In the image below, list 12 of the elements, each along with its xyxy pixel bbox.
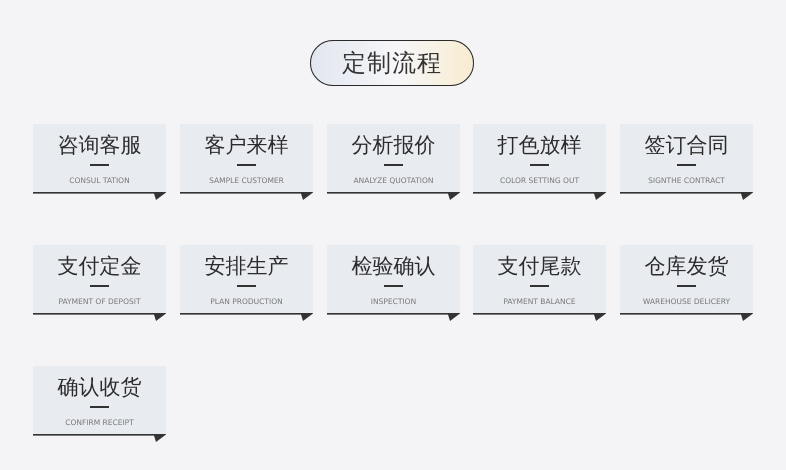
step-title: 打色放样 <box>496 132 582 158</box>
step-title: 支付定金 <box>56 253 142 279</box>
step-title: 安排生产 <box>204 253 290 279</box>
step-title: 签订合同 <box>644 132 730 158</box>
step-title: 仓库发货 <box>644 253 730 279</box>
title-pill: 定制流程 <box>310 40 474 86</box>
step-title: 检验确认 <box>350 253 436 279</box>
step-title: 分析报价 <box>350 132 436 158</box>
step-title: 咨询客服 <box>56 132 142 158</box>
step-title: 客户来样 <box>204 132 290 158</box>
step-title: 支付尾款 <box>496 253 582 279</box>
step-title: 确认收货 <box>56 374 142 400</box>
